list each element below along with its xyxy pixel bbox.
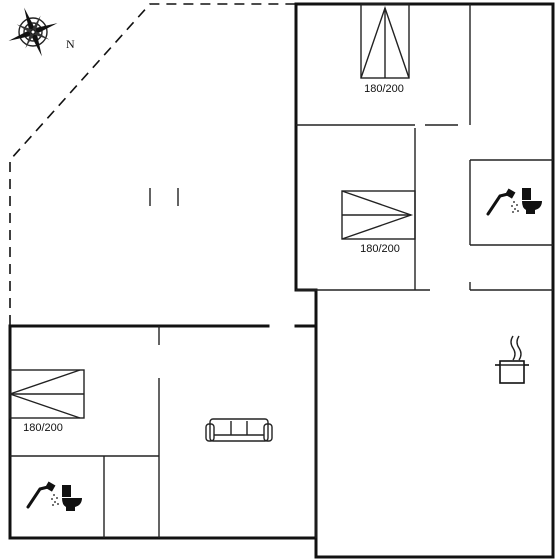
sofa-icon bbox=[205, 418, 273, 442]
cooking-pot-icon bbox=[495, 335, 529, 384]
toilet-icon bbox=[522, 188, 542, 214]
compass-rose-icon bbox=[8, 7, 58, 57]
terrace-outline bbox=[9, 3, 296, 325]
bed-size-label: 180/200 bbox=[360, 243, 400, 255]
upper-wing-wall bbox=[294, 2, 555, 559]
lower-wing-wall bbox=[8, 324, 318, 540]
north-label: N bbox=[66, 37, 75, 51]
toilet-icon bbox=[62, 485, 82, 511]
interior-walls bbox=[10, 4, 553, 538]
bed-size-label: 180/200 bbox=[364, 83, 404, 95]
double-bed-icon bbox=[9, 369, 85, 419]
shower-icon bbox=[486, 188, 519, 216]
double-bed-icon bbox=[360, 3, 410, 79]
double-bed-icon bbox=[341, 190, 416, 240]
shower-icon bbox=[26, 481, 59, 509]
upper-wing-left-wall bbox=[294, 2, 318, 292]
bed-size-label: 180/200 bbox=[23, 422, 63, 434]
